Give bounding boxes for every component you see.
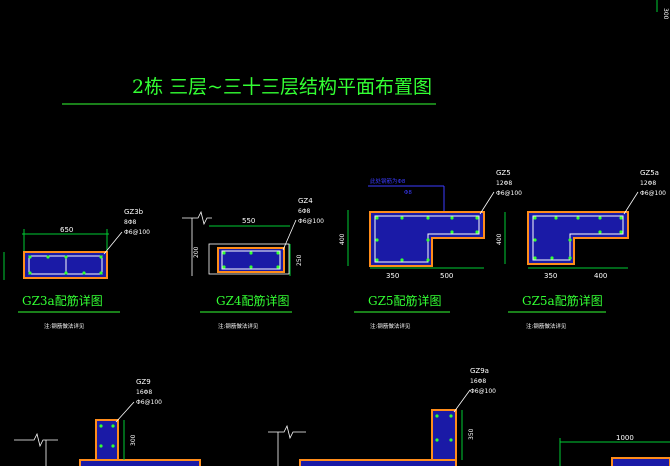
detail-gz9a: 350 GZ9a 16Φ8 Φ6@100 — [268, 367, 496, 466]
stirrup-outline — [532, 215, 624, 261]
dim-text: 350 — [386, 272, 399, 280]
tag-stirrup: Φ6@100 — [640, 190, 666, 197]
detail-note: 注:钢筋做法详见 — [218, 322, 259, 330]
dim-text: 1000 — [616, 434, 634, 442]
detail-label: GZ3a配筋详图 — [22, 293, 103, 308]
column-section — [95, 419, 119, 466]
detail-gz3a: 650 GZ3b 8Φ8 Φ6@100 GZ3a配筋详图 注:钢筋做法详见 — [3, 208, 150, 330]
tag-bars: 8Φ8 — [124, 219, 137, 226]
dim-left-text: 400 — [496, 233, 503, 245]
detail-note: 注:钢筋做法详见 — [526, 322, 567, 330]
tag-leader — [623, 191, 639, 215]
dim-text: 650 — [60, 226, 73, 234]
callout-text: 此处钢筋为Φ8 — [370, 177, 406, 185]
tag-leader — [453, 389, 471, 413]
tag-stirrup: Φ6@100 — [496, 190, 522, 197]
drawing-title: 2栋 三层~三十三层结构平面布置图 — [132, 76, 432, 98]
tag-stirrup: Φ6@100 — [136, 399, 162, 406]
tag-bars: 16Φ8 — [470, 378, 486, 385]
callout-text-2: Φ8 — [404, 190, 412, 196]
tag-stirrup: Φ6@100 — [470, 388, 496, 395]
dim-left-text: 400 — [339, 233, 346, 245]
column-section — [527, 211, 629, 265]
tag-leader — [282, 219, 297, 251]
dim-left: 200 — [193, 246, 200, 258]
tag-bars: 12Φ8 — [640, 180, 656, 187]
tag-stirrup: Φ6@100 — [298, 218, 324, 225]
detail-lower-right: 1000 — [559, 434, 670, 466]
tag-bars: 6Φ8 — [298, 208, 311, 215]
detail-label: GZ4配筋详图 — [216, 293, 290, 308]
rebar-group — [99, 424, 115, 448]
dim-text: 300 — [130, 434, 137, 446]
break-line — [268, 424, 306, 440]
tag-name: GZ5 — [496, 169, 511, 177]
tag-leader — [479, 191, 495, 215]
tag-name: GZ9a — [470, 367, 489, 375]
rebar-group — [28, 255, 103, 275]
detail-note: 注:钢筋做法详见 — [44, 322, 85, 330]
dim-text: 400 — [594, 272, 607, 280]
stirrup-outline — [221, 250, 281, 270]
tag-stirrup: Φ6@100 — [124, 229, 150, 236]
tag-leader — [103, 231, 123, 255]
tag-bars: 16Φ8 — [136, 389, 152, 396]
tag-leader — [115, 401, 135, 423]
detail-label: GZ5配筋详图 — [368, 293, 442, 308]
corner-mark: 300 — [662, 8, 669, 20]
dim-text: 350 — [468, 428, 475, 440]
wall-strip — [208, 243, 290, 275]
dim-text: 500 — [440, 272, 453, 280]
tag-bars: 12Φ8 — [496, 180, 512, 187]
detail-note: 注:钢筋做法详见 — [370, 322, 411, 330]
detail-label: GZ5a配筋详图 — [522, 293, 603, 308]
stirrup-outline — [374, 215, 480, 263]
break-line — [182, 210, 212, 226]
column-section — [431, 409, 457, 466]
detail-gz9: 300 GZ9 16Φ8 Φ6@100 — [14, 378, 201, 466]
detail-gz4: 550 200 250 GZ4 6Φ8 Φ6@100 GZ4配筋详图 注:钢筋做… — [182, 197, 324, 330]
tag-name: GZ5a — [640, 169, 659, 177]
dim-text: 550 — [242, 217, 255, 225]
column-section — [611, 457, 670, 466]
tag-name: GZ9 — [136, 378, 151, 386]
dim-text: 350 — [544, 272, 557, 280]
break-line — [14, 432, 58, 448]
tag-name: GZ4 — [298, 197, 313, 205]
detail-gz5: 此处钢筋为Φ8 Φ8 400 350 500 GZ5 12Φ8 Φ6@100 G… — [339, 169, 522, 330]
rebar-group — [222, 251, 280, 269]
rebar-group — [375, 216, 479, 262]
rebar-group — [533, 216, 623, 260]
column-section — [79, 459, 201, 466]
detail-gz5a: 400 350 400 GZ5a 12Φ8 Φ6@100 GZ5a配筋详图 注:… — [496, 169, 666, 330]
rebar-group — [435, 414, 453, 442]
dim-right-text: 250 — [296, 254, 303, 266]
column-section — [299, 459, 457, 466]
tag-name: GZ3b — [124, 208, 144, 216]
